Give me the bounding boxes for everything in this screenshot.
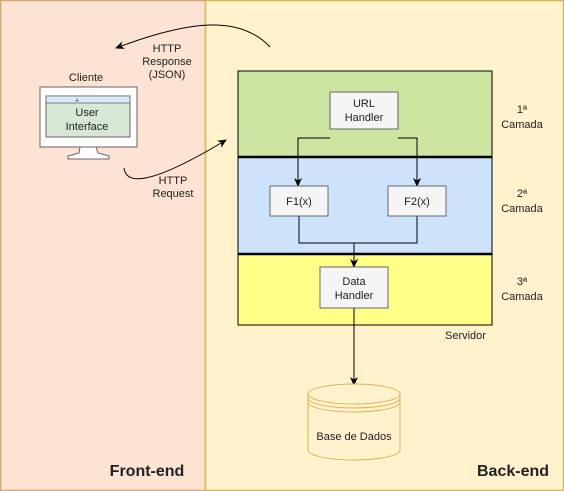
http-response-arrow	[115, 24, 271, 49]
svg-text:+: +	[75, 98, 79, 105]
data-handler-line-1: Data	[342, 276, 366, 288]
f1-label: F1(x)	[286, 196, 312, 208]
data-handler-line-2: Handler	[335, 290, 374, 302]
http-response-line-3: (JSON)	[149, 69, 186, 81]
http-response-line-2: Response	[142, 56, 192, 68]
http-request-line-1: HTTP	[159, 175, 188, 187]
url-handler-line-1: URL	[353, 98, 375, 110]
layer-1-label-text: Camada	[501, 119, 543, 131]
layer-3-label-num: 3ª	[517, 276, 528, 288]
client: Cliente + User Interface	[39, 72, 138, 160]
client-label: Cliente	[69, 72, 103, 84]
connectors	[294, 137, 421, 386]
http-request-arrow	[123, 139, 227, 180]
http-request-line-2: Request	[153, 188, 194, 200]
http-response-line-1: HTTP	[153, 43, 182, 55]
layer-1-label-num: 1ª	[517, 104, 528, 116]
server	[237, 70, 493, 326]
url-handler-line-2: Handler	[345, 112, 384, 124]
server-label: Servidor	[445, 330, 486, 342]
f2-node	[387, 185, 447, 217]
layer-2-label-num: 2ª	[517, 188, 528, 200]
layer-2-label-text: Camada	[501, 203, 543, 215]
client-screen-line-2: Interface	[66, 121, 109, 133]
monitor-icon: +	[39, 86, 138, 160]
back-end-label: Back-end	[477, 463, 549, 480]
front-end-label: Front-end	[110, 463, 185, 480]
url-handler-node	[329, 91, 399, 130]
front-end-region	[0, 0, 207, 491]
data-handler-node	[319, 266, 389, 309]
database-icon	[307, 383, 401, 461]
f2-label: F2(x)	[404, 196, 430, 208]
layer-3-label-text: Camada	[501, 291, 543, 303]
database-label: Base de Dados	[316, 431, 392, 443]
client-screen-line-1: User	[75, 107, 99, 119]
f1-node	[269, 185, 329, 217]
